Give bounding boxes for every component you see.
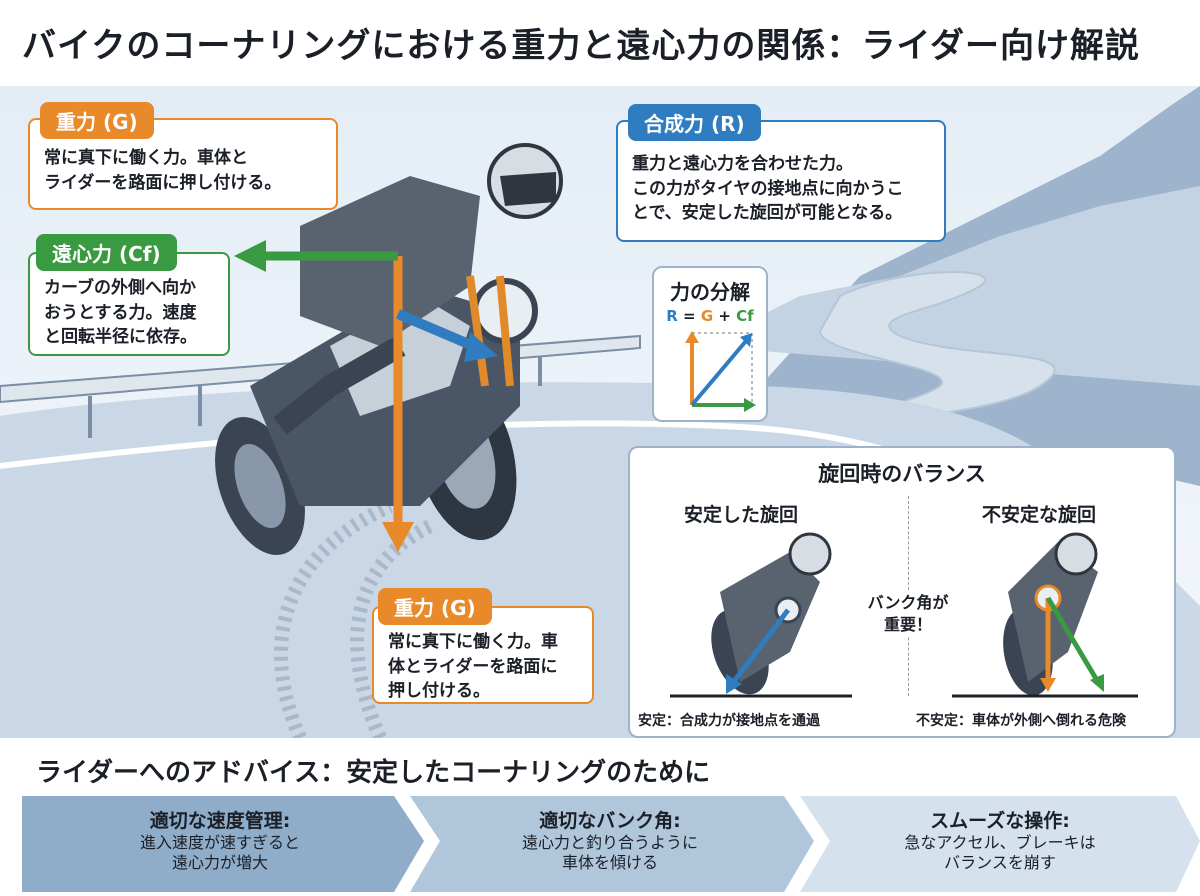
vector-decomposition-diagram xyxy=(685,331,756,412)
gravity-tag-top: 重力 (G) xyxy=(40,102,154,139)
bank-angle-note: バンク角が 重要！ xyxy=(856,592,960,637)
unstable-label: 不安定な旋回 xyxy=(982,504,1097,526)
advice-step-1: 適切な速度管理: 進入速度が速すぎると 遠心力が増大 xyxy=(40,796,400,886)
centrifugal-text: カーブの外側へ向か おうとする力。速度 と回転半径に依存。 xyxy=(44,278,197,348)
stable-label: 安定した旋回 xyxy=(684,504,799,526)
unstable-caption: 不安定：車体が外側へ倒れる危険 xyxy=(916,713,1126,729)
advice-step-3-heading: スムーズな操作: xyxy=(930,810,1070,832)
decomposition-title: 力の分解 xyxy=(670,280,750,304)
advice-step-2-heading: 適切なバンク角: xyxy=(539,810,681,832)
centrifugal-tag: 遠心力 (Cf) xyxy=(36,234,177,271)
resultant-tag: 合成力 (R) xyxy=(628,104,761,141)
balance-panel: 旋回時のバランス 安定した旋回 不安定な旋回 バンク角が 重要！ 安定：合成力が… xyxy=(628,446,1176,738)
advice-chevrons xyxy=(22,796,1200,892)
centrifugal-arrow xyxy=(234,240,398,272)
page-title: バイクのコーナリングにおける重力と遠心力の関係：ライダー向け解説 xyxy=(22,26,1140,66)
advice-step-3-text: 急なアクセル、ブレーキは バランスを崩す xyxy=(904,833,1096,872)
advice-title: ライダーへのアドバイス：安定したコーナリングのために xyxy=(36,758,711,788)
formula-eq: = xyxy=(677,307,701,325)
stable-caption: 安定：合成力が接地点を通過 xyxy=(638,713,820,729)
decomposition-formula: R = G + Cf xyxy=(654,307,766,325)
balance-title: 旋回時のバランス xyxy=(818,462,986,486)
advice-step-3: スムーズな操作: 急なアクセル、ブレーキは バランスを崩す xyxy=(820,796,1180,886)
resultant-arrow xyxy=(396,309,498,362)
formula-plus: + xyxy=(713,307,737,325)
resultant-text: 重力と遠心力を合わせた力。 この力がタイヤの接地点に向かうこ とで、安定した旋回… xyxy=(632,154,904,224)
stable-turn-illustration xyxy=(670,532,852,698)
title-bar: バイクのコーナリングにおける重力と遠心力の関係：ライダー向け解説 xyxy=(0,0,1200,86)
formula-g: G xyxy=(700,307,714,325)
unstable-turn-illustration xyxy=(952,532,1138,698)
gravity-text-bottom: 常に真下に働く力。車 体とライダーを路面に 押し付ける。 xyxy=(388,632,558,702)
advice-step-1-text: 進入速度が速すぎると 遠心力が増大 xyxy=(139,833,300,872)
gravity-tag-bottom: 重力 (G) xyxy=(378,588,492,625)
gravity-arrow xyxy=(382,256,414,552)
gravity-text-top: 常に真下に働く力。車体と ライダーを路面に押し付ける。 xyxy=(44,148,282,193)
advice-step-1-heading: 適切な速度管理: xyxy=(149,810,291,832)
formula-cf: Cf xyxy=(736,307,754,325)
advice-step-2-text: 遠心力と釣り合うように 車体を傾ける xyxy=(521,833,698,872)
advice-step-2: 適切なバンク角: 遠心力と釣り合うように 車体を傾ける xyxy=(430,796,790,886)
decomposition-panel: 力の分解 R = G + Cf xyxy=(652,266,768,422)
formula-r: R xyxy=(666,307,678,325)
